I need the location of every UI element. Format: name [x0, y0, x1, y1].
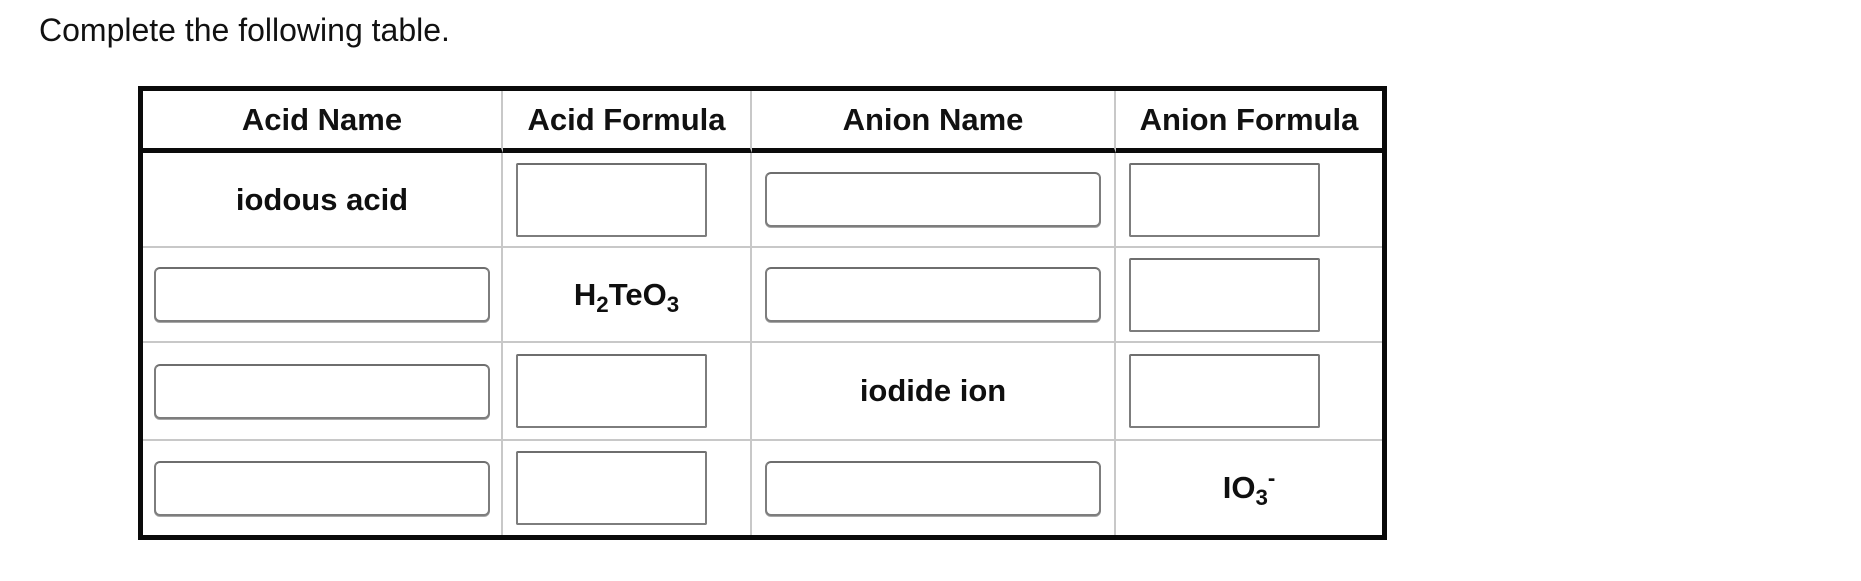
anion-formula-input-row3[interactable] — [1129, 354, 1320, 428]
instruction-text: Complete the following table. — [39, 12, 450, 48]
anion-formula-cell-row3 — [1116, 343, 1382, 441]
anion-formula-cell-row2 — [1116, 248, 1382, 343]
header-anion-name: Anion Name — [752, 91, 1116, 153]
acid-formula-cell-row3 — [503, 343, 752, 441]
acid-formula-cell-row1 — [503, 153, 752, 248]
header-acid-formula: Acid Formula — [503, 91, 752, 153]
acid-name-cell-row3 — [143, 343, 503, 441]
anion-formula-cell-row1 — [1116, 153, 1382, 248]
acid-formula-input-row1[interactable] — [516, 162, 707, 237]
anion-name-text: iodide ion — [859, 373, 1007, 408]
acid-name-input-row4[interactable] — [154, 460, 490, 516]
acid-anion-table: Acid Name Acid Formula Anion Name Anion … — [138, 86, 1387, 540]
acid-formula-input-row3[interactable] — [516, 354, 707, 428]
formula-subscript: 3 — [1255, 485, 1268, 511]
acid-formula-input-row4[interactable] — [516, 451, 707, 525]
formula-base: IO — [1222, 470, 1256, 505]
anion-name-cell-row4 — [752, 441, 1116, 535]
anion-name-input-row2[interactable] — [765, 267, 1101, 322]
formula-subscript: 3 — [666, 291, 680, 317]
anion-formula-input-row2[interactable] — [1129, 257, 1320, 332]
acid-name-cell-row2 — [143, 248, 503, 343]
acid-formula-cell-row4 — [503, 441, 752, 535]
formula-subscript: 2 — [596, 291, 609, 317]
anion-name-input-row4[interactable] — [765, 460, 1101, 516]
anion-name-cell-row1 — [752, 153, 1116, 248]
anion-formula-input-row1[interactable] — [1129, 162, 1320, 237]
formula-superscript: - — [1267, 465, 1276, 491]
acid-name-input-row3[interactable] — [154, 363, 490, 419]
anion-name-input-row1[interactable] — [765, 172, 1101, 227]
chemical-formula-h2teo3: H2TeO3 — [573, 276, 679, 316]
header-acid-name: Acid Name — [143, 91, 503, 153]
acid-name-input-row2[interactable] — [154, 267, 490, 322]
acid-name-text: iodous acid — [235, 181, 409, 217]
given-acid-formula-row2: H2TeO3 — [503, 248, 752, 343]
given-anion-formula-row4: IO3- — [1116, 441, 1382, 535]
chemical-formula-io3: IO3- — [1222, 467, 1276, 509]
given-acid-name-row1: iodous acid — [143, 153, 503, 248]
header-anion-formula: Anion Formula — [1116, 91, 1382, 153]
given-anion-name-row3: iodide ion — [752, 343, 1116, 441]
anion-name-cell-row2 — [752, 248, 1116, 343]
formula-base: TeO — [608, 276, 667, 312]
acid-name-cell-row4 — [143, 441, 503, 535]
formula-base: H — [573, 276, 597, 312]
